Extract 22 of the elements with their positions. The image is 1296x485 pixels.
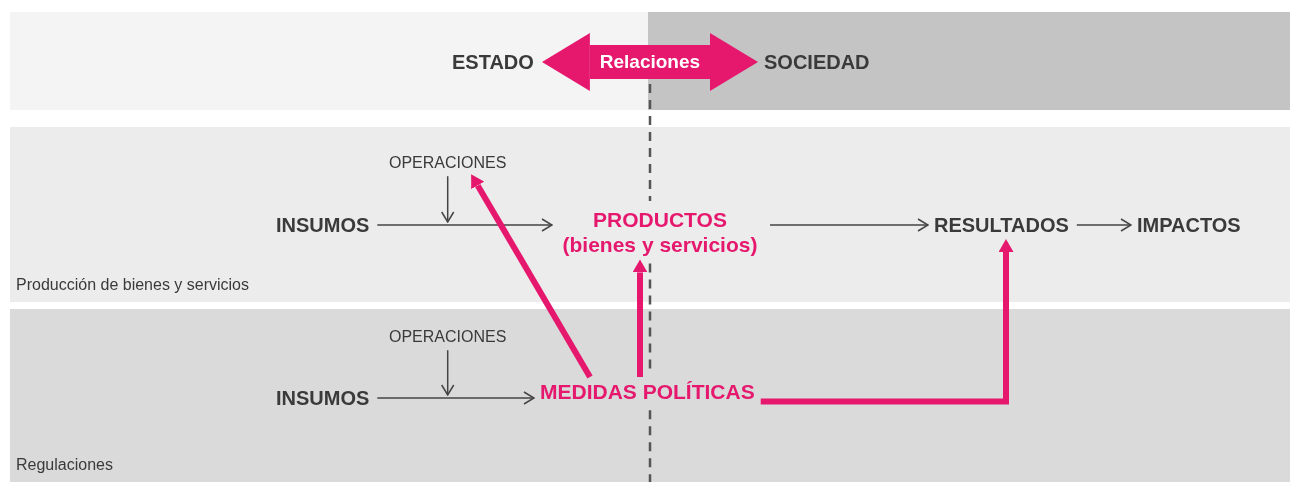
row-band	[10, 309, 1290, 482]
stage-label: RESULTADOS	[934, 213, 1069, 237]
arrow	[440, 349, 455, 396]
operations-label: OPERACIONES	[389, 327, 507, 347]
arrow	[440, 175, 455, 223]
arrow	[376, 391, 535, 405]
arrow	[769, 218, 929, 232]
operations-label: OPERACIONES	[389, 153, 507, 173]
arrow	[1076, 218, 1132, 232]
double-arrow	[541, 33, 758, 91]
band-label: Regulaciones	[16, 456, 113, 474]
stage-label: IMPACTOS	[1137, 213, 1241, 237]
row-band	[10, 127, 1290, 302]
band-label: Producción de bienes y servicios	[16, 276, 249, 294]
stage-label: INSUMOS	[276, 386, 370, 410]
arrow	[760, 239, 1014, 405]
arrow	[632, 259, 648, 377]
arrow	[471, 174, 593, 379]
column-heading: ESTADO	[452, 50, 534, 74]
column-heading: SOCIEDAD	[764, 50, 870, 74]
stage-label: INSUMOS	[276, 213, 370, 237]
arrow	[376, 218, 553, 232]
